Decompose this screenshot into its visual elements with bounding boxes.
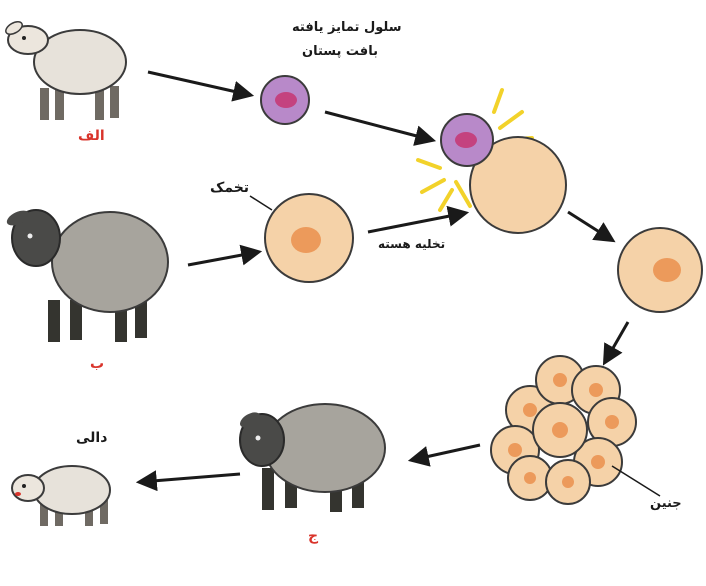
arrow-sheep-a-to-cell — [148, 72, 250, 95]
arrow-sheep-b-to-egg — [188, 252, 258, 265]
sheep-b-label: ب — [90, 356, 104, 372]
donor-cell-sublabel: بافت پستان — [302, 44, 378, 59]
fused-donor-cell-icon — [441, 114, 493, 166]
egg-leader-line — [250, 196, 272, 210]
arrow-sheep-c-to-dolly — [140, 474, 240, 482]
egg-label: تخمک — [210, 180, 249, 196]
arrow-cell-to-fusion — [325, 112, 432, 140]
donor-cell-icon — [261, 76, 309, 124]
reconstructed-egg-icon — [618, 228, 702, 312]
dolly-lamb-icon — [12, 466, 110, 526]
sheep-c-label: ج — [308, 528, 318, 544]
embryo-icon — [491, 356, 636, 504]
sheep-a-icon — [4, 19, 126, 120]
embryo-label: جنین — [650, 496, 682, 511]
arrow-egg-to-fusion — [368, 213, 465, 232]
enucleation-label: تخلیه هسته — [378, 237, 445, 251]
sheep-b-icon — [5, 207, 168, 342]
dolly-label: دالی — [76, 430, 107, 446]
arrow-embryo-to-sheep-c — [412, 445, 480, 460]
arrow-egg-to-embryo — [605, 322, 628, 362]
sheep-c-icon — [237, 404, 385, 512]
arrow-fusion-to-new-egg — [568, 212, 612, 240]
egg-cell-icon — [265, 194, 353, 282]
sheep-a-label: الف — [78, 128, 105, 144]
embryo-leader-line — [612, 466, 660, 496]
donor-cell-label: سلول تمایز یافته — [292, 20, 401, 35]
